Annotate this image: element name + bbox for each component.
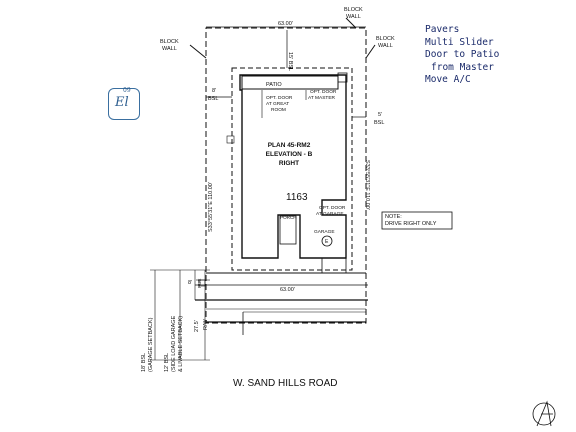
setback-envelope <box>231 67 353 271</box>
lot-width-top: 63.00' <box>278 21 293 27</box>
revision-tag-code: El <box>115 95 129 110</box>
revision-tag: 09 El <box>108 87 140 120</box>
porch-area <box>279 215 297 245</box>
setback-side-load-label: 12' BSL(SIDE LOAD GARAGE& LIVABLE SETBAC… <box>164 315 184 372</box>
patio-label: PATIO <box>266 82 282 88</box>
note-line: Pavers <box>425 24 460 35</box>
pue-dim-label: 8' <box>188 280 192 286</box>
row-dim-label: 27.5' <box>194 320 200 332</box>
electric-symbol-label: E <box>325 239 329 245</box>
note-line: Multi Slider <box>425 36 494 48</box>
porch-label: PORCH <box>280 215 297 220</box>
left-setback-label: 8'BSL <box>208 88 218 102</box>
drive-note-box <box>381 211 453 230</box>
road-name: W. SAND HILLS ROAD <box>233 378 337 389</box>
setback-garage-label: 18' BSL(GARAGE SETBACK) <box>141 317 154 372</box>
pue-label: PUE <box>197 279 202 288</box>
row-label: R/W <box>203 319 209 331</box>
right-bearing-label: S33°55'31"E 110.00' <box>364 160 370 210</box>
right-setback-label: 5'BSL <box>374 112 384 126</box>
revision-tag-number: 09 <box>123 87 131 94</box>
house-outline <box>239 74 347 259</box>
patio-area <box>241 75 339 90</box>
block-wall-right-line <box>365 44 376 59</box>
left-bearing-label: S33°55'31"E 110.00' <box>208 182 214 232</box>
rear-setback-label: 15' BSL <box>287 52 293 71</box>
north-arrow <box>532 402 556 426</box>
lot-width-bottom: 63.00' <box>280 287 295 293</box>
note-line: Door to Patio <box>425 49 500 60</box>
electric-meter-symbol <box>321 235 333 247</box>
note-line: from Master <box>431 61 494 73</box>
lot-boundary <box>205 27 367 324</box>
note-line: Move A/C <box>425 74 471 85</box>
block-wall-left-line <box>189 44 207 59</box>
drive-note-label: NOTE:DRIVE RIGHT ONLY <box>385 214 437 227</box>
lot-number: 1163 <box>286 192 308 203</box>
driveway <box>321 258 347 273</box>
garage-label: GARAGE <box>314 229 335 235</box>
